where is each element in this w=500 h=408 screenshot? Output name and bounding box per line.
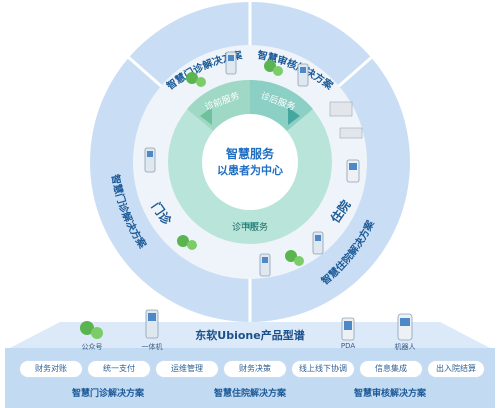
arrow-post [288, 107, 300, 125]
robot-icon [397, 313, 413, 341]
wechat-icon [177, 235, 197, 250]
divider-right [338, 54, 374, 88]
module-pill: 统一支付 [88, 361, 150, 377]
center-circle [202, 114, 298, 210]
module-pill: 出入院结算 [428, 361, 484, 377]
platform-title: 东软Ubione产品型谱 [195, 329, 305, 342]
mid-service-label: 诊中服务 [232, 221, 268, 233]
pda-icon [341, 317, 355, 341]
terminal-icon [346, 159, 360, 183]
module-pill: 信息集成 [360, 361, 422, 377]
solution-label-inpatient: 智慧住院解决方案 [213, 389, 286, 399]
server-rack-icon [329, 101, 363, 139]
wechat-icon [186, 72, 206, 87]
arrow-mid [240, 222, 260, 230]
platform-base [10, 322, 490, 348]
device-label-wechat: 公众号 [81, 343, 103, 351]
module-pill: 运维管理 [156, 361, 218, 377]
solution-label-review: 智慧审核解决方案 [353, 389, 426, 399]
kiosk-icon [259, 253, 271, 277]
solution-label-outpatient: 智慧门诊解决方案 [71, 389, 144, 399]
kiosk-icon [145, 309, 159, 339]
module-pill: 线上线下协调 [292, 361, 354, 377]
device-label-pda: PDA [340, 342, 356, 350]
device-label-robot: 机器人 [394, 343, 416, 351]
kiosk-icon [312, 231, 324, 255]
platform-body [5, 348, 495, 408]
divider-left [126, 54, 162, 88]
module-pill: 财务决策 [224, 361, 286, 377]
module-pill: 财务对账 [20, 361, 82, 377]
kiosk-icon [225, 51, 237, 75]
kiosk-icon [297, 63, 309, 87]
wechat-icon [80, 321, 103, 339]
kiosk-icon [144, 147, 156, 173]
arrow-pre [200, 107, 212, 125]
wechat-icon [264, 60, 283, 76]
device-label-kiosk: 一体机 [141, 343, 163, 351]
center-title: 智慧服务 [225, 146, 275, 161]
wechat-icon [285, 250, 304, 266]
center-subtitle: 以患者为中心 [217, 163, 283, 177]
